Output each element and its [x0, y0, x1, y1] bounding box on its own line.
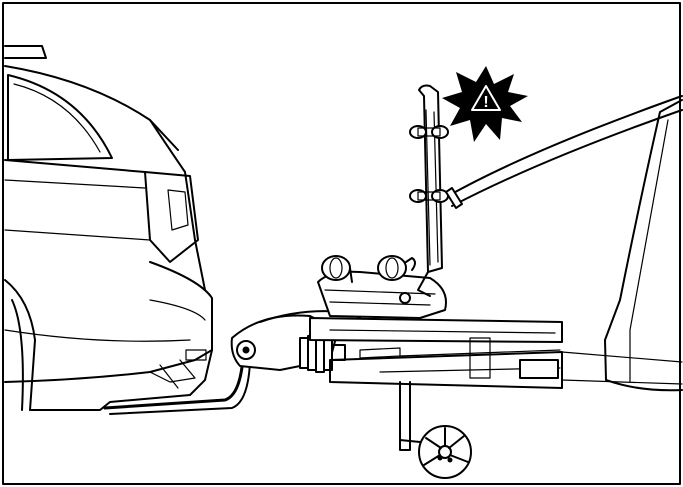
tow-bar	[103, 356, 251, 415]
carrier-lower-frame	[329, 351, 563, 389]
warning-exclamation: !	[483, 94, 488, 111]
number-plate-holder	[469, 337, 491, 379]
roof-spoiler	[4, 45, 47, 59]
platform-rib	[329, 329, 556, 334]
jockey-wheel	[418, 425, 472, 479]
tailgate-body	[604, 99, 683, 392]
car-rear	[4, 45, 213, 411]
tailgate-edge	[149, 119, 206, 291]
body-line-2	[4, 229, 151, 241]
window-trim	[13, 83, 101, 153]
warning-burst-icon	[442, 66, 528, 142]
rear-side-window	[7, 74, 113, 161]
exclamation-triangle-icon: !	[471, 85, 501, 111]
support-leg-foot	[399, 439, 421, 443]
wheel-tray-ribs	[324, 289, 436, 306]
adjuster-rod	[359, 347, 401, 359]
tail-light-unit	[519, 359, 559, 379]
open-tailgate	[445, 95, 683, 392]
wheel-arch	[4, 279, 36, 411]
tail-light	[144, 171, 199, 263]
tail-light-lens	[167, 189, 189, 231]
support-leg	[399, 381, 411, 451]
frame-holder-upper	[409, 125, 449, 139]
belt-line	[4, 159, 146, 173]
roof-line	[4, 65, 179, 151]
bike-carrier	[230, 84, 563, 451]
tow-ball-center	[242, 346, 250, 354]
carrier-platform	[309, 317, 563, 343]
car-floor-lines	[561, 351, 683, 385]
tire-edge	[11, 299, 24, 411]
diffuser-fins	[149, 359, 196, 389]
reflector	[185, 349, 207, 361]
bumper-lower-line	[4, 329, 191, 342]
bellows	[299, 333, 346, 373]
bumper-crease	[149, 299, 206, 321]
pivot-bolt	[399, 292, 411, 304]
tailgate-glass-edge	[629, 119, 669, 383]
car-underside	[29, 349, 213, 411]
tailgate-top-edge	[447, 95, 683, 197]
tow-bar-arm-inner	[109, 361, 251, 415]
upright-arm-base	[417, 271, 431, 297]
body-line-1	[4, 179, 146, 189]
clamp-knob-2	[377, 255, 416, 281]
tailgate-inner-edge	[451, 109, 683, 207]
clamp-knob-1	[321, 255, 353, 283]
tailgate-tip	[445, 187, 463, 209]
upright-arm	[418, 84, 443, 273]
rear-bumper	[4, 261, 213, 383]
